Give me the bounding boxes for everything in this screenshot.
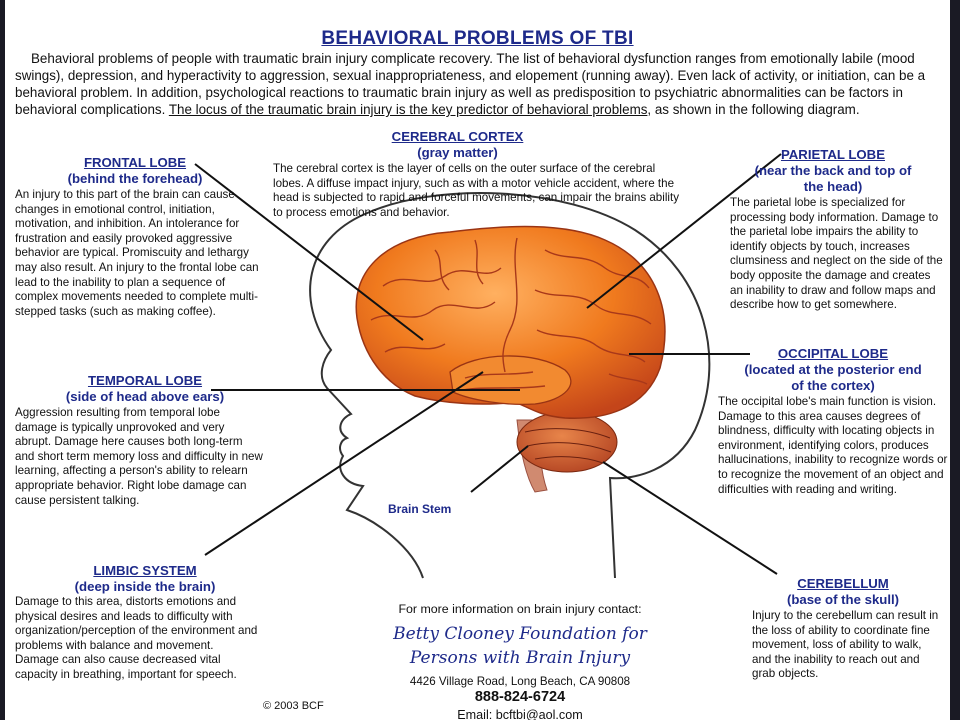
parietal-lobe-subtitle: (near the back and top of the head) bbox=[754, 163, 912, 194]
occipital-lobe-heading: OCCIPITAL LOBE (located at the posterior… bbox=[743, 346, 923, 394]
temporal-lobe-title: TEMPORAL LOBE bbox=[87, 373, 203, 388]
contact-email-text[interactable]: Email: bcftbi@aol.com bbox=[457, 708, 583, 720]
frontal-lobe-heading: FRONTAL LOBE (behind the forehead) bbox=[15, 155, 255, 187]
cerebral-cortex-title: CEREBRAL CORTEX bbox=[391, 129, 524, 144]
cerebellum-subtitle: (base of the skull) bbox=[786, 592, 900, 607]
contact-address: 4426 Village Road, Long Beach, CA 90808 bbox=[409, 675, 631, 688]
temporal-lobe-subtitle: (side of head above ears) bbox=[65, 389, 225, 404]
limbic-system-title: LIMBIC SYSTEM bbox=[93, 563, 197, 578]
brain-diagram bbox=[194, 153, 782, 579]
contact-phone: 888-824-6724 bbox=[474, 689, 566, 705]
contact-prompt: For more information on brain injury con… bbox=[398, 602, 642, 616]
contact-email[interactable]: Email: bcftbi@aol.com bbox=[375, 708, 665, 720]
intro-key-predictor: The locus of the traumatic brain injury … bbox=[168, 102, 648, 117]
parietal-lobe-title: PARIETAL LOBE bbox=[780, 147, 886, 162]
copyright-notice: © 2003 BCF bbox=[263, 700, 324, 712]
foundation-name-line2: Persons with Brain Injury bbox=[409, 648, 631, 668]
cerebrum-shape bbox=[355, 225, 666, 419]
occipital-lobe-text: The occipital lobe's main function is vi… bbox=[718, 395, 948, 496]
cerebral-cortex-heading: CEREBRAL CORTEX (gray matter) bbox=[335, 129, 580, 161]
occipital-lobe-title: OCCIPITAL LOBE bbox=[777, 346, 889, 361]
frontal-lobe-text: An injury to this part of the brain can … bbox=[15, 188, 259, 318]
cerebral-cortex-text: The cerebral cortex is the layer of cell… bbox=[273, 162, 679, 219]
foundation-name: Betty Clooney Foundation for Persons wit… bbox=[360, 622, 680, 670]
parietal-lobe-heading: PARIETAL LOBE (near the back and top of … bbox=[753, 147, 913, 195]
pointer-lines bbox=[194, 153, 782, 575]
limbic-system-heading: LIMBIC SYSTEM (deep inside the brain) bbox=[25, 563, 265, 595]
parietal-lobe-text: The parietal lobe is specialized for pro… bbox=[730, 196, 943, 312]
poster: BEHAVIORAL PROBLEMS OF TBI Behavioral pr… bbox=[5, 0, 950, 720]
limbic-system-text: Damage to this area, distorts emotions a… bbox=[15, 595, 258, 681]
temporal-lobe-text: Aggression resulting from temporal lobe … bbox=[15, 406, 263, 507]
foundation-name-line1: Betty Clooney Foundation for bbox=[393, 624, 647, 644]
cerebellum-heading: CEREBELLUM (base of the skull) bbox=[763, 576, 923, 608]
brain-stem-label: Brain Stem bbox=[388, 502, 452, 516]
temporal-lobe-heading: TEMPORAL LOBE (side of head above ears) bbox=[25, 373, 265, 405]
intro-paragraph: Behavioral problems of people with traum… bbox=[15, 50, 940, 118]
cerebral-cortex-subtitle: (gray matter) bbox=[417, 145, 498, 160]
cerebellum-text: Injury to the cerebellum can result in t… bbox=[752, 609, 939, 681]
temporal-lobe-shape bbox=[449, 355, 572, 406]
frontal-lobe-subtitle: (behind the forehead) bbox=[67, 171, 203, 186]
cerebellum-title: CEREBELLUM bbox=[797, 576, 889, 591]
frontal-lobe-title: FRONTAL LOBE bbox=[83, 155, 187, 170]
limbic-system-subtitle: (deep inside the brain) bbox=[74, 579, 216, 594]
intro-tail: , as shown in the following diagram. bbox=[647, 102, 860, 117]
intro-text: Behavioral problems of people with traum… bbox=[15, 51, 926, 117]
page-title: BEHAVIORAL PROBLEMS OF TBI bbox=[321, 28, 634, 49]
occipital-lobe-subtitle: (located at the posterior end of the cor… bbox=[744, 362, 922, 393]
brain-folds bbox=[370, 237, 652, 391]
